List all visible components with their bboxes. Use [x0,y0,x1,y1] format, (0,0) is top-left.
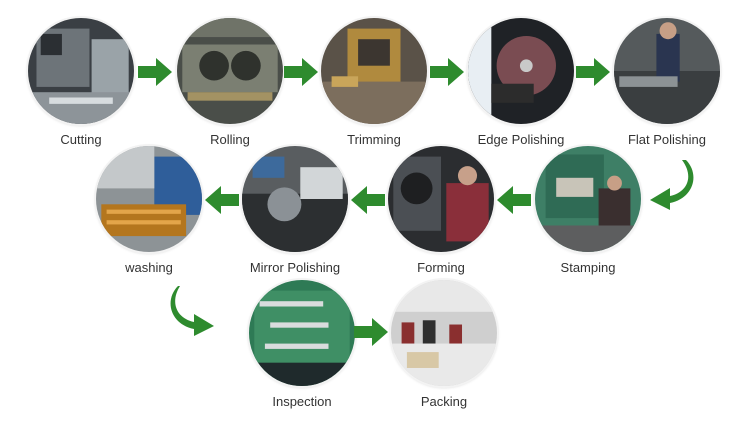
step-inspection: Inspection [242,280,362,409]
right-arrow-icon [430,58,464,86]
step-label: Flat Polishing [627,132,707,147]
step-rolling: Rolling [170,18,290,147]
step-label: washing [125,260,173,275]
right-arrow-icon [284,58,318,86]
step-label: Mirror Polishing [249,260,341,275]
right-arrow-icon [138,58,172,86]
inspection-photo [249,280,355,386]
left-arrow-icon [497,186,531,214]
mirror-polishing-photo [242,146,348,252]
stamping-photo [535,146,641,252]
edge-polishing-photo [468,18,574,124]
step-flat-polishing: Flat Polishing [607,18,727,147]
step-trimming: Trimming [314,18,434,147]
packing-photo [391,280,497,386]
step-label: Stamping [560,260,616,275]
right-arrow-icon [354,318,388,346]
left-arrow-icon [351,186,385,214]
step-washing: washing [89,146,209,275]
step-edge-polishing: Edge Polishing [461,18,581,147]
step-label: Edge Polishing [477,132,565,147]
step-stamping: Stamping [528,146,648,275]
forming-photo [388,146,494,252]
step-label: Forming [417,260,465,275]
step-label: Trimming [347,132,401,147]
curved-down-arrow-icon [650,160,694,210]
trimming-photo [321,18,427,124]
curved-down-arrow-icon [170,286,214,336]
cutting-photo [28,18,134,124]
step-packing: Packing [384,280,504,409]
right-arrow-icon [576,58,610,86]
step-label: Cutting [60,132,102,147]
washing-photo [96,146,202,252]
step-cutting: Cutting [21,18,141,147]
step-label: Packing [420,394,468,409]
step-mirror-polishing: Mirror Polishing [235,146,355,275]
rolling-photo [177,18,283,124]
step-label: Rolling [210,132,250,147]
flat-polishing-photo [614,18,720,124]
left-arrow-icon [205,186,239,214]
step-forming: Forming [381,146,501,275]
step-label: Inspection [272,394,332,409]
